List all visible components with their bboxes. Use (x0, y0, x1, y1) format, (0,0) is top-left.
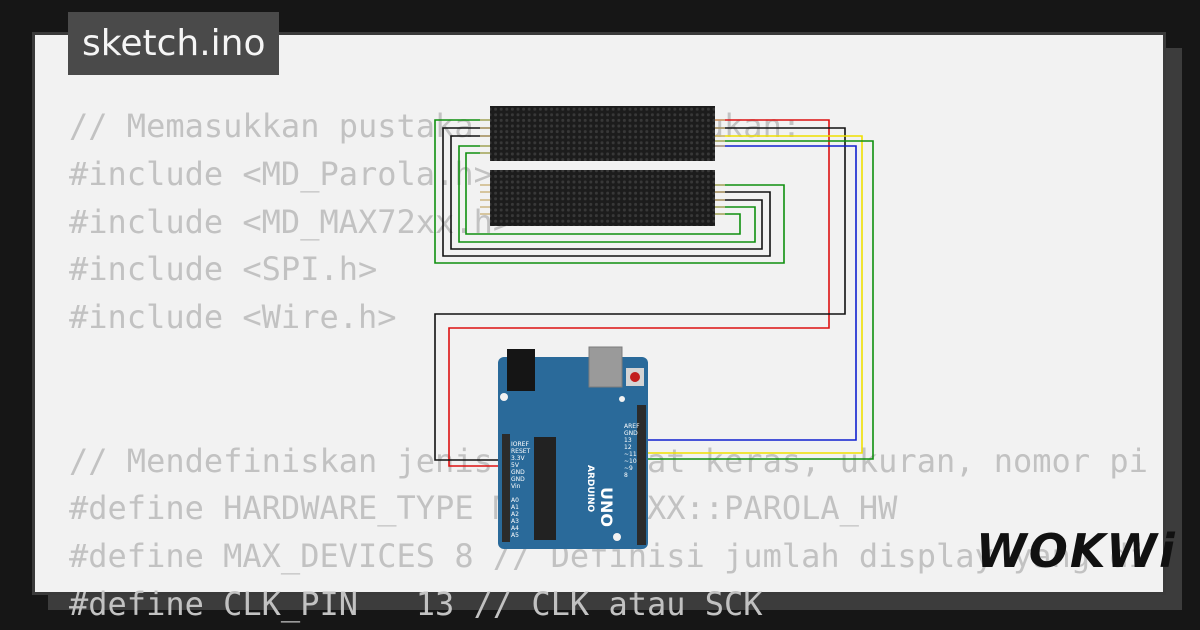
svg-text:A2: A2 (511, 511, 519, 518)
wire-green-link (465, 152, 741, 235)
svg-text:Vin: Vin (511, 483, 521, 490)
svg-text:IOREF: IOREF (511, 441, 529, 448)
svg-text:AREF: AREF (624, 423, 640, 430)
left-header (502, 434, 510, 542)
led-matrix-module-2[interactable] (480, 170, 725, 226)
code-line: #define CLK_PIN 13 // CLK atau SCK (69, 584, 763, 623)
wire-black-link (450, 135, 763, 250)
svg-text:5V: 5V (511, 462, 520, 469)
code-preview: // Memasukkan pustaka yang diperlukan:#i… (69, 103, 1148, 629)
led-matrix-module-1[interactable] (480, 106, 725, 161)
wire-green-link (434, 119, 785, 264)
svg-text:A0: A0 (511, 497, 519, 504)
svg-text:RESET: RESET (511, 448, 531, 455)
wire-black-link (442, 127, 771, 257)
svg-text:GND: GND (511, 469, 525, 476)
code-line: #include <MD_MAX72xx.h> (69, 202, 513, 241)
code-line: #include <Wire.h> (69, 298, 397, 337)
svg-text:3.3V: 3.3V (511, 455, 526, 462)
svg-text:~11: ~11 (624, 451, 637, 458)
svg-text:12: 12 (624, 444, 632, 451)
wire-blue (626, 145, 857, 441)
svg-text:~9: ~9 (624, 465, 633, 472)
wire-green-link (458, 145, 756, 243)
svg-text:8: 8 (624, 472, 628, 479)
wire-black (434, 127, 846, 461)
wokwi-logo: WOKWi (976, 524, 1177, 578)
code-line: #define MAX_DEVICES 8 // Definisi jumlah… (69, 537, 1148, 576)
power-jack (507, 349, 535, 391)
svg-text:A3: A3 (511, 518, 519, 525)
wire-green (626, 140, 874, 460)
file-tab[interactable]: sketch.ino (68, 12, 280, 75)
svg-text:A5: A5 (511, 532, 519, 539)
board-model: UNO (597, 487, 616, 527)
svg-text:A4: A4 (511, 525, 519, 532)
code-line: #include <SPI.h> (69, 250, 378, 289)
wire-yellow (626, 135, 863, 454)
usb-port (588, 346, 623, 388)
microcontroller-chip (534, 437, 556, 540)
svg-text:GND: GND (624, 430, 638, 437)
wire-red (448, 119, 830, 467)
svg-text:GND: GND (511, 476, 525, 483)
svg-text:A1: A1 (511, 504, 519, 511)
svg-text:13: 13 (624, 437, 632, 444)
wires (434, 119, 874, 467)
right-header (637, 405, 646, 545)
arduino-logo-text: ARDUINO (585, 465, 595, 513)
svg-text:~10: ~10 (624, 458, 637, 465)
